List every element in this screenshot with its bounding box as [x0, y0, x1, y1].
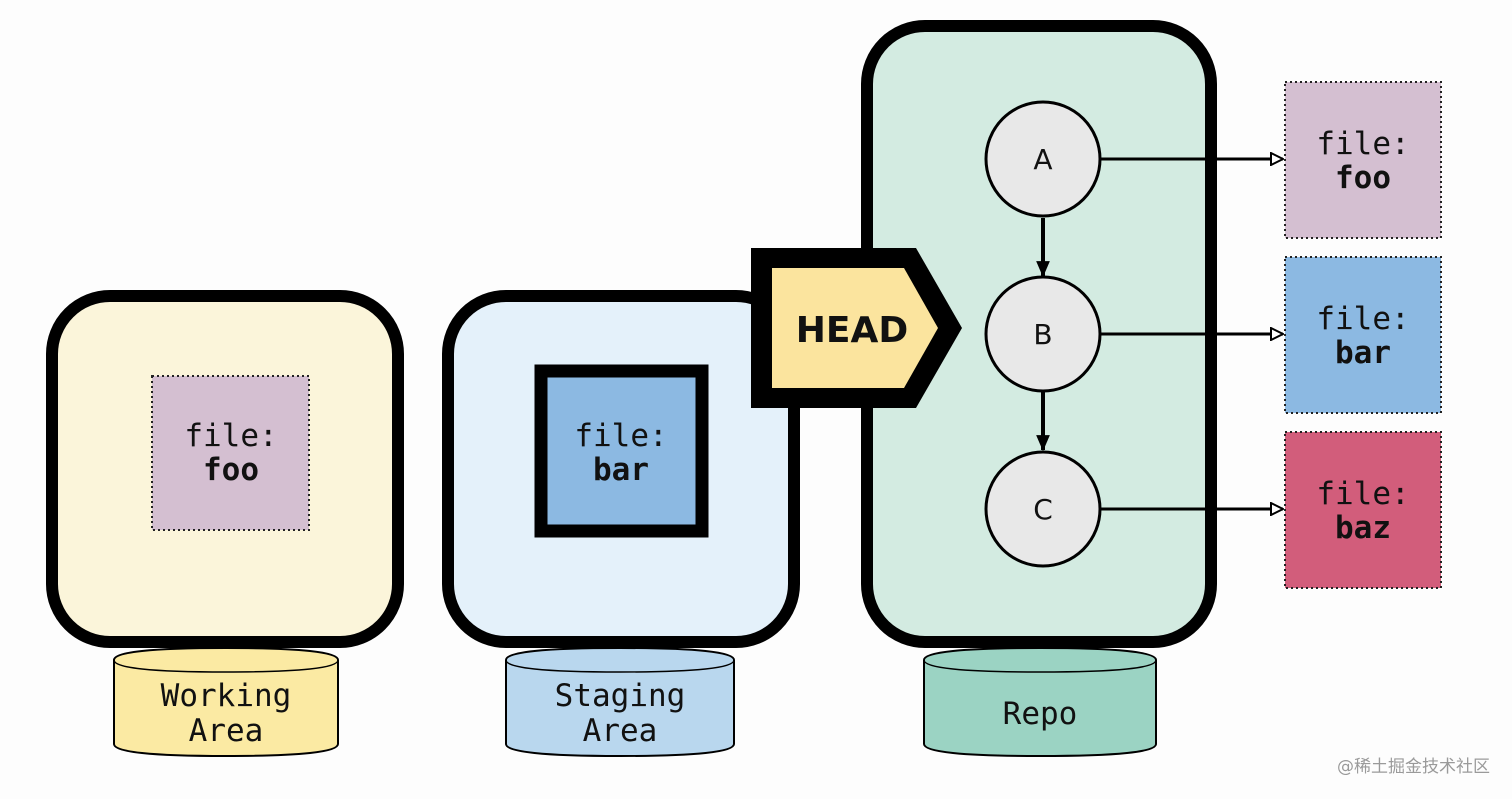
staging-file-bar: file: bar: [534, 364, 709, 538]
working-area-label-line1: Working: [161, 678, 292, 714]
working-file-name: foo: [203, 452, 259, 488]
repo-label: Repo: [1003, 696, 1078, 732]
staging-area: Staging Area file: bar: [442, 290, 800, 758]
head-pointer: HEAD: [751, 248, 962, 408]
repo: Repo A B C: [861, 20, 1283, 758]
staging-area-label-line2: Area: [583, 713, 658, 749]
commit-a-label: A: [1033, 143, 1052, 176]
watermark: @稀土掘金技术社区: [1337, 757, 1490, 777]
commit-file-baz-name: baz: [1335, 510, 1391, 546]
head-label: HEAD: [796, 310, 908, 351]
commit-file-bar-name: bar: [1335, 335, 1391, 371]
commit-a: A: [984, 100, 1102, 218]
working-area-label-base: [113, 646, 339, 758]
staging-file-prefix: file:: [574, 418, 667, 454]
commit-file-bar: file: bar: [1284, 256, 1442, 414]
staging-file-name: bar: [593, 452, 649, 488]
commit-file-foo-name: foo: [1335, 160, 1391, 196]
commit-c-label: C: [1033, 493, 1053, 526]
commit-file-baz: file: baz: [1284, 431, 1442, 589]
working-file-prefix: file:: [184, 418, 277, 454]
working-area: Working Area file: foo: [46, 290, 404, 758]
commit-file-baz-prefix: file:: [1316, 476, 1409, 512]
working-area-label-line2: Area: [189, 713, 264, 749]
commit-file-foo-prefix: file:: [1316, 126, 1409, 162]
repo-label-base: [923, 646, 1157, 758]
staging-area-label-line1: Staging: [555, 678, 686, 714]
commit-file-bar-prefix: file:: [1316, 301, 1409, 337]
staging-area-label-base: [505, 646, 735, 758]
commit-c: C: [984, 450, 1102, 568]
commit-b: B: [984, 275, 1102, 393]
commit-b-label: B: [1033, 318, 1052, 351]
working-file-foo: file: foo: [151, 375, 310, 531]
commit-file-foo: file: foo: [1284, 81, 1442, 239]
